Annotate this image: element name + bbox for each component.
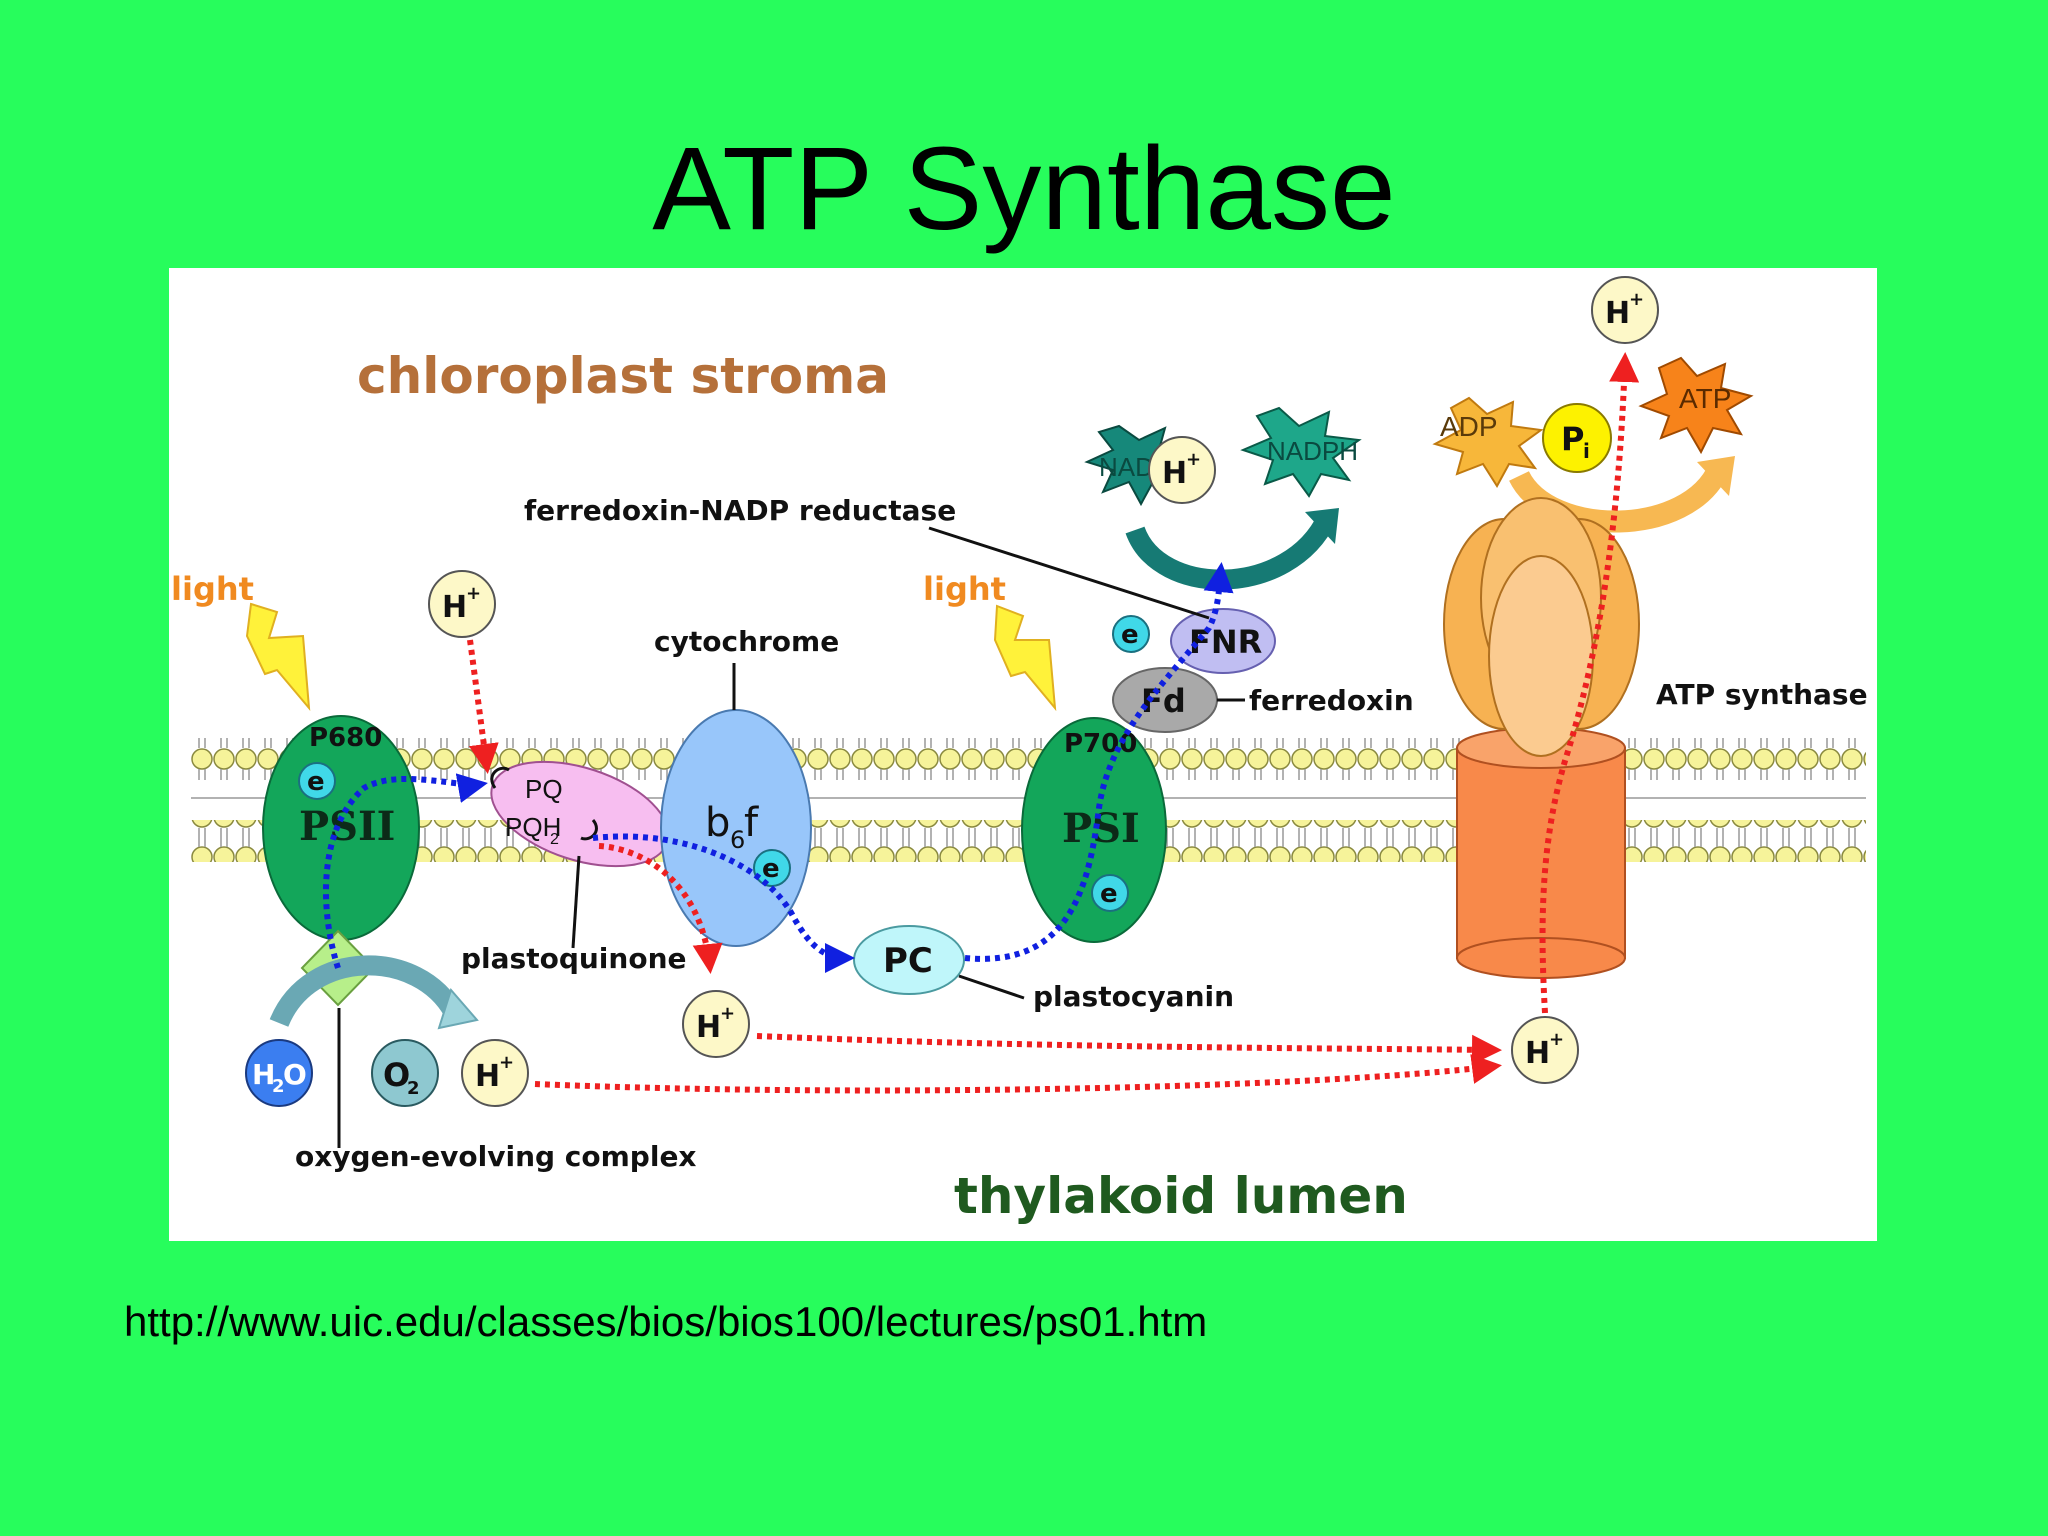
svg-text:+: + [499, 1052, 514, 1073]
svg-text:H: H [1605, 296, 1630, 331]
nadph-arrow [1125, 513, 1337, 590]
plastoquinone-label: plastoquinone [461, 942, 687, 975]
nadph-label: NADPH [1267, 436, 1358, 466]
proton-lumen-b6f: H + [682, 990, 750, 1058]
pqh2-label: PQH [505, 812, 561, 842]
svg-text:P: P [1561, 420, 1584, 458]
svg-text:e: e [762, 854, 780, 884]
stroma-label: chloroplast stroma [357, 347, 889, 405]
phosphate [1542, 403, 1612, 473]
svg-text:+: + [466, 583, 481, 604]
cytochrome-label: cytochrome [654, 625, 839, 658]
lightning-icon-psi [993, 604, 1057, 712]
svg-text:H: H [1162, 456, 1187, 491]
proton-oec: H + [461, 1039, 529, 1107]
atp-burst [1638, 356, 1754, 455]
electron-icon-b6f [753, 849, 791, 887]
svg-text:2: 2 [407, 1078, 420, 1099]
svg-text:H: H [442, 590, 467, 625]
adp-label: ADP [1440, 411, 1498, 442]
plastoquinone: PQ PQH 2 [490, 760, 670, 868]
adp-burst [1432, 396, 1544, 488]
svg-text:b: b [705, 800, 730, 846]
psi-label: PSI [1062, 805, 1140, 852]
fd-label: Fd [1141, 682, 1186, 720]
svg-text:+: + [1186, 449, 1201, 470]
plastocyanin-label: plastocyanin [1033, 980, 1234, 1013]
cytochrome-b6f: b 6 f e [660, 709, 812, 947]
electron-path [322, 562, 1234, 973]
p680-label: P680 [309, 723, 382, 753]
proton-stroma-pq: H + [428, 570, 496, 638]
p700-label: P700 [1064, 729, 1137, 759]
svg-text:+: + [1629, 289, 1644, 310]
nadph-burst [1240, 406, 1362, 498]
electron-icon-fnr [1112, 615, 1150, 653]
oec-label: oxygen-evolving complex [295, 1140, 697, 1173]
photosystem-i: P700 PSI e [1021, 717, 1167, 943]
svg-text:6: 6 [730, 826, 745, 854]
svg-text:+: + [1549, 1029, 1564, 1050]
fnr-label: FNR [1189, 623, 1262, 661]
svg-text:H: H [252, 1058, 275, 1091]
svg-text:H: H [475, 1059, 500, 1094]
proton-nadp [1148, 436, 1216, 504]
fnr-full-label: ferredoxin-NADP reductase [524, 494, 956, 527]
oxygen-molecule: O 2 [371, 1039, 439, 1107]
svg-text:e: e [1121, 620, 1139, 650]
water-split-arrow [269, 955, 463, 1028]
pq-label: PQ [525, 774, 563, 804]
svg-text:O: O [283, 1058, 307, 1091]
proton-stroma-top: H + [1591, 276, 1659, 344]
atp-synthase-label: ATP synthase [1656, 678, 1868, 711]
proton-lumen-synthase: H + [1511, 1016, 1579, 1084]
proton-paths [467, 352, 1640, 1094]
pc-label: PC [883, 941, 933, 981]
svg-text:+: + [720, 1003, 735, 1024]
svg-text:i: i [1583, 439, 1590, 463]
slide-title: ATP Synthase [652, 123, 1396, 255]
atp-arrow [1509, 462, 1730, 533]
svg-text:H: H [1525, 1036, 1550, 1071]
ferredoxin-label: ferredoxin [1249, 684, 1414, 717]
electron-symbol: e [307, 767, 325, 797]
svg-text:e: e [1100, 879, 1118, 909]
atp-synthase [1443, 497, 1640, 979]
svg-text:2: 2 [272, 1076, 285, 1097]
photosynthesis-diagram: chloroplast stroma thylakoid lumen light… [169, 268, 1877, 1241]
lightning-icon-psii [245, 602, 311, 712]
light-label-psi: light [923, 570, 1006, 608]
atp-label: ATP [1679, 383, 1731, 414]
photosystem-ii: P680 PSII e [262, 715, 420, 941]
water-molecule: H 2 O [245, 1039, 313, 1107]
lumen-label: thylakoid lumen [954, 1167, 1408, 1225]
diagram-svg: chloroplast stroma thylakoid lumen light… [171, 276, 1868, 1225]
svg-text:f: f [744, 800, 759, 846]
source-url[interactable]: http://www.uic.edu/classes/bios/bios100/… [124, 1298, 1208, 1345]
light-label-psii: light [171, 570, 254, 608]
electron-icon-psi [1091, 874, 1129, 912]
svg-text:2: 2 [550, 831, 559, 848]
electron-icon-psii [298, 762, 336, 800]
fnr [1170, 608, 1276, 674]
svg-text:O: O [383, 1056, 410, 1094]
svg-text:H: H [696, 1010, 721, 1045]
